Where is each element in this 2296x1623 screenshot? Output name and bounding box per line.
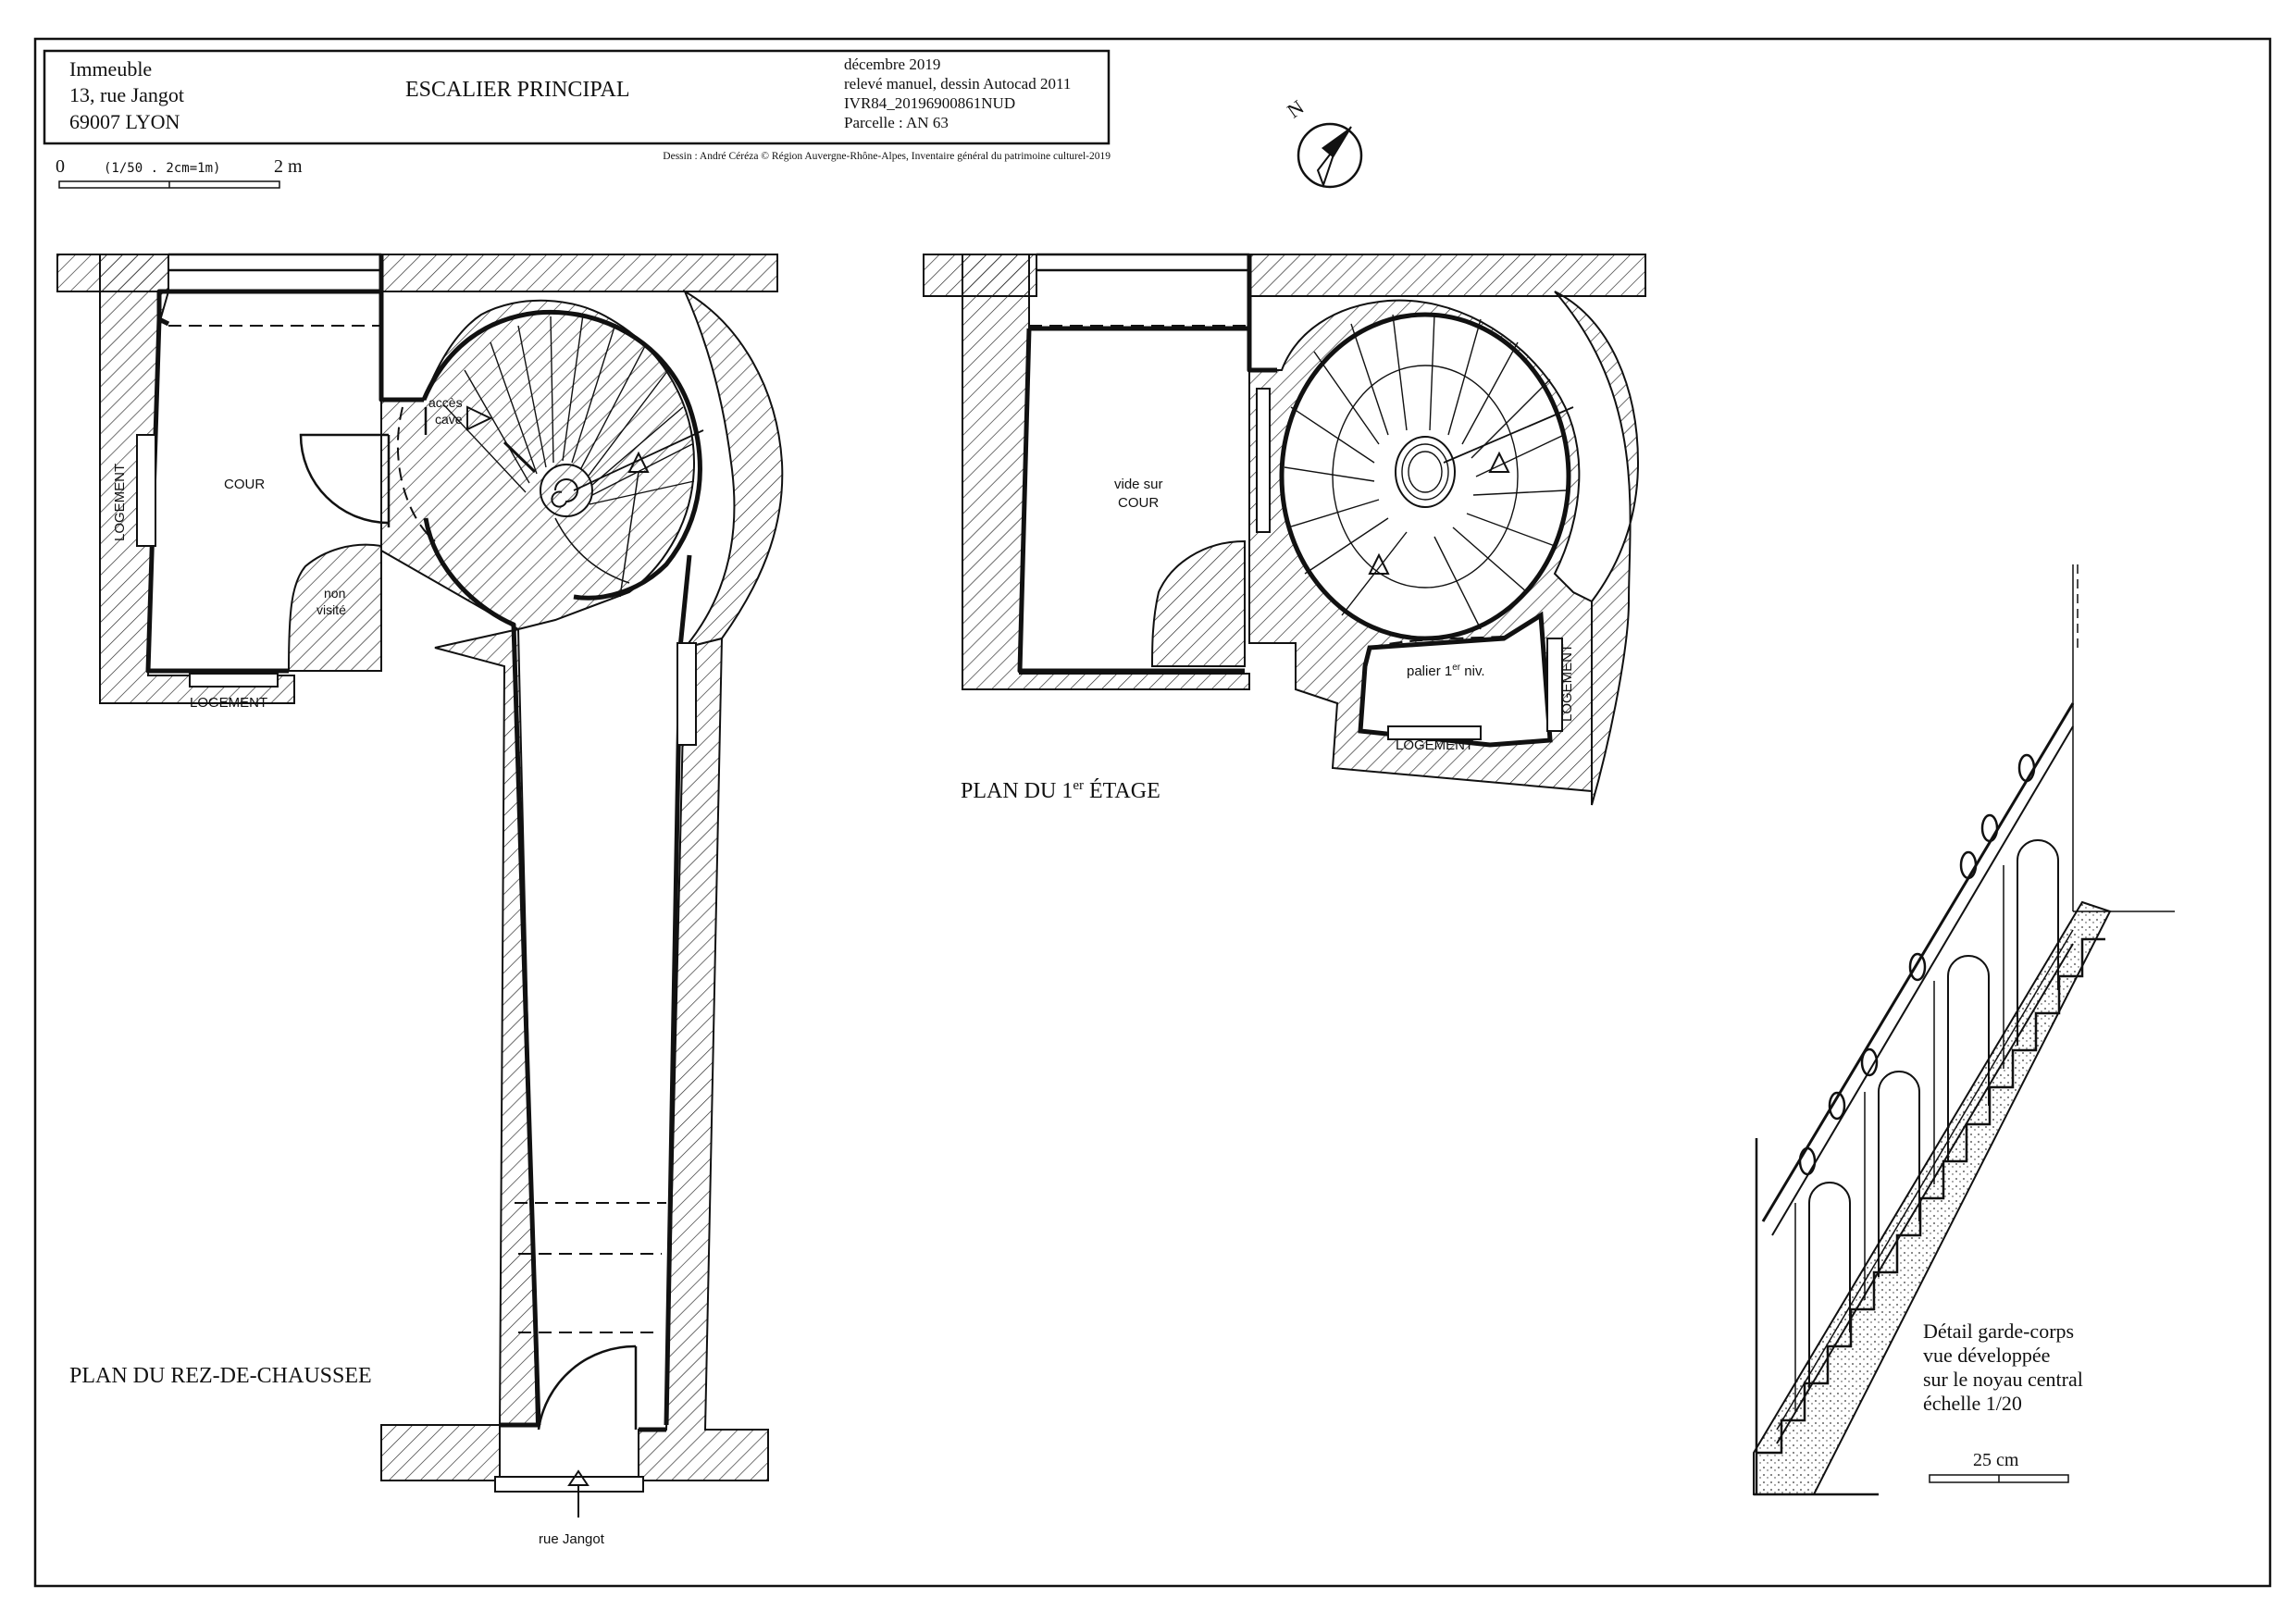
north-arrow-icon: N xyxy=(1283,95,1363,189)
ground-floor-plan: COUR LOGEMENT LOGEMENT accès cave non vi… xyxy=(56,253,784,1547)
cellar-access-label-2: cave xyxy=(435,412,463,427)
detail-caption-4: échelle 1/20 xyxy=(1923,1392,2022,1415)
drawing-credit: Dessin : André Céréza © Région Auvergne-… xyxy=(663,151,1111,162)
drawing-title: ESCALIER PRINCIPAL xyxy=(405,78,629,102)
drawing-date: décembre 2019 xyxy=(844,56,940,73)
building-line-3: 69007 LYON xyxy=(69,110,180,133)
detail-caption-1: Détail garde-corps xyxy=(1923,1319,2074,1343)
detail-caption-3: sur le noyau central xyxy=(1923,1368,2083,1391)
dwelling-bottom-label: LOGEMENT xyxy=(190,695,267,711)
scale-end: 2 m xyxy=(274,156,303,177)
scale-bar: 0 (1/50 . 2cm=1m) 2 m xyxy=(56,156,303,189)
north-letter: N xyxy=(1283,95,1308,123)
cellar-access-label-1: accès xyxy=(428,395,463,410)
landing-label: palier 1er niv. xyxy=(1407,663,1485,679)
void-court-label-2: COUR xyxy=(1118,495,1159,511)
scale-start: 0 xyxy=(56,156,65,177)
inventory-reference: IVR84_20196900861NUD xyxy=(844,94,1015,112)
scale-note: (1/50 . 2cm=1m) xyxy=(104,161,220,176)
railing-detail: Détail garde-corps vue développée sur le… xyxy=(1753,564,2175,1496)
ground-floor-title: PLAN DU REZ-DE-CHAUSSEE xyxy=(69,1364,372,1388)
first-floor-plan: vide sur COUR palier 1er niv. LOGEMENT L… xyxy=(923,253,1646,806)
spiral-stair-ground xyxy=(443,314,704,598)
court-label: COUR xyxy=(224,477,265,492)
not-visited-label-1: non xyxy=(324,586,345,601)
title-block: Immeuble 13, rue Jangot 69007 LYON ESCAL… xyxy=(43,49,1111,162)
not-visited-label-2: visité xyxy=(316,602,346,617)
building-line-1: Immeuble xyxy=(69,57,152,81)
detail-caption-2: vue développée xyxy=(1923,1344,2050,1367)
void-court-label-1: vide sur xyxy=(1114,477,1163,492)
street-label: rue Jangot xyxy=(539,1531,605,1547)
first-floor-title: PLAN DU 1er ÉTAGE xyxy=(961,778,1160,803)
first-floor-dwelling-bottom: LOGEMENT xyxy=(1396,737,1473,753)
spiral-stair-first xyxy=(1284,314,1567,630)
detail-scale-label: 25 cm xyxy=(1973,1450,2019,1470)
survey-method: relevé manuel, dessin Autocad 2011 xyxy=(844,75,1071,93)
first-floor-dwelling-right: LOGEMENT xyxy=(1559,644,1575,722)
building-line-2: 13, rue Jangot xyxy=(69,83,184,106)
dwelling-left-label: LOGEMENT xyxy=(112,464,128,541)
cadastral-parcel: Parcelle : AN 63 xyxy=(844,114,949,131)
sheet-border xyxy=(33,37,2272,1588)
